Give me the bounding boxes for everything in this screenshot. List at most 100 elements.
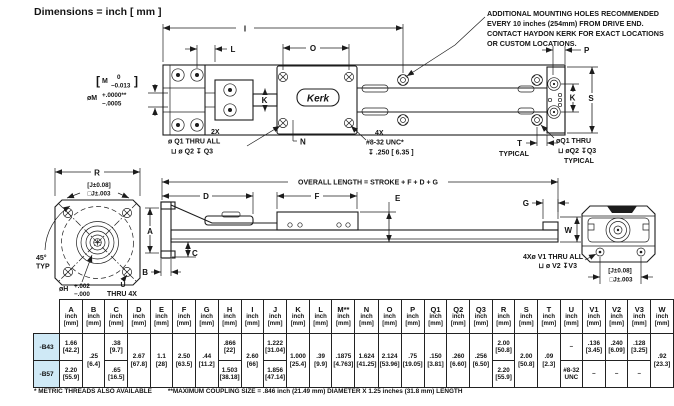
dim-cell-J-0: 1.222[31.04] (263, 333, 288, 361)
dim-cell-H-0: .866[22] (217, 333, 242, 361)
screw-note-qty: 4X (375, 130, 384, 137)
u-label: U (120, 282, 125, 289)
rail-slot (361, 84, 389, 93)
kerk-logo-box (296, 88, 340, 107)
carriage-screw-hole (344, 72, 354, 82)
front-view: R [J±0.08] □J±.003 45° TYP øH +.002 −.00… (36, 167, 141, 298)
kerk-logo: Kerk (307, 94, 330, 105)
rail-side (170, 229, 559, 243)
top-view: Kerk (162, 64, 566, 136)
m-bracket-open: [ (96, 74, 100, 88)
dim-cell-D: 2.67[67.8] (127, 333, 151, 388)
end-view-hole (636, 247, 646, 257)
overall-length-note: OVERALL LENGTH = STROKE + F + D + G (298, 180, 438, 187)
rail-slot (361, 107, 389, 116)
side-view: OVERALL LENGTH = STROKE + F + D + G D F … (142, 177, 581, 277)
units-note: Dimensions = inch [ mm ] (34, 6, 161, 18)
dim-cell-K: 1.000[25.4] (286, 333, 310, 388)
motor-shaft (204, 92, 216, 108)
drive-end-hole (190, 68, 204, 82)
dim-label-k-right: K (570, 94, 576, 103)
mounting-note-line2: EVERY 10 inches (254mm) FROM DRIVE END. (487, 19, 644, 28)
rail-mounting-hole (397, 74, 409, 86)
dim-label-a: A (147, 227, 153, 236)
m-dia-minus: −.0005 (102, 101, 122, 108)
dim-label-s: S (588, 94, 594, 103)
dim-cell-A-1: 2.20[55.9] (59, 360, 83, 388)
dim-cell-G: .44[11.2] (194, 333, 219, 388)
end-view-hole (595, 247, 605, 257)
row-label-b57: -B57 (32, 360, 61, 388)
dim-label-i: I (244, 25, 246, 34)
q2x-line2: ⊔ ø Q2 ↧ Q3 (171, 148, 213, 156)
table-corner (33, 299, 61, 334)
v-note-line1: 4Xø V1 THRU ALL (523, 254, 584, 261)
carriage-screw-hole (344, 118, 354, 128)
dim-cell-V3-0: .128[3.25] (627, 333, 652, 361)
dim-cell-C-0: .38[9.7] (104, 333, 129, 361)
footnotes: * METRIC THREADS ALSO AVAILABLE **MAXIMU… (34, 388, 462, 395)
dim-label-d: D (203, 192, 209, 201)
dim-cell-U-0: – (559, 333, 584, 361)
q2x-line1: ø Q1 THRU ALL (168, 139, 221, 146)
bolt-circle (61, 206, 134, 279)
mounting-note-line1: ADDITIONAL MOUNTING HOLES RECOMMENDED (487, 9, 659, 18)
dim-label-p: P (584, 46, 590, 55)
col-header-M**: M**inch[mm] (331, 299, 356, 334)
dim-cell-Q2: .260[6.60] (446, 333, 471, 388)
m-dia-plus: +.0000** (102, 92, 127, 99)
drive-end-hole (171, 118, 185, 132)
dim-cell-L: .39[9.9] (308, 333, 333, 388)
dim-cell-B: .25[6.4] (81, 333, 106, 388)
dim-cell-Q1: .150[3.81] (423, 333, 448, 388)
carriage (276, 65, 358, 135)
dim-label-f: F (315, 192, 320, 201)
end-j-tol-inch: □J±.003 (609, 277, 633, 284)
top-view-dimensions: I L O [ M 0 −0.013 ] øM +.0000** −.0005 … (87, 9, 664, 165)
h-callout-plus: +.002 (74, 283, 90, 290)
dim-cell-H-1: 1.503[38.18] (217, 360, 242, 388)
front-j-tol-inch: □J±.003 (87, 191, 111, 198)
end-block-hole (547, 105, 561, 119)
dim-cell-V2-1: – (604, 360, 629, 388)
dim-cell-O: 2.124[53.96] (377, 333, 402, 388)
screw-note-line1: #8-32 UNC* (366, 140, 404, 147)
row-label-b43: -B43 (32, 333, 61, 361)
dim-cell-E: 1.1[28] (149, 333, 174, 388)
dim-label-e: E (395, 194, 401, 203)
drive-end-hole (171, 68, 185, 82)
dim-label-l: L (231, 45, 236, 54)
dim-cell-F: 2.50[63.5] (172, 333, 196, 388)
coupling-housing (214, 79, 254, 121)
m-upper-tol: 0 (117, 74, 121, 81)
dim-cell-R-0: 2.00[50.8] (491, 333, 516, 361)
m-dia-label: øM (87, 95, 97, 102)
q1-note-line3: TYPICAL (564, 158, 595, 165)
footnote-coupling: **MAXIMUM COUPLING SIZE = .846 inch (21.… (167, 388, 463, 395)
u-thru-label: THRU 4X (107, 291, 137, 298)
q2x-qty: 2X (211, 129, 220, 136)
dim-cell-R-1: 2.20[55.9] (491, 360, 516, 388)
m-label: M (102, 78, 108, 85)
rail-mounting-hole (531, 74, 543, 86)
m-bracket-close: ] (134, 74, 138, 88)
